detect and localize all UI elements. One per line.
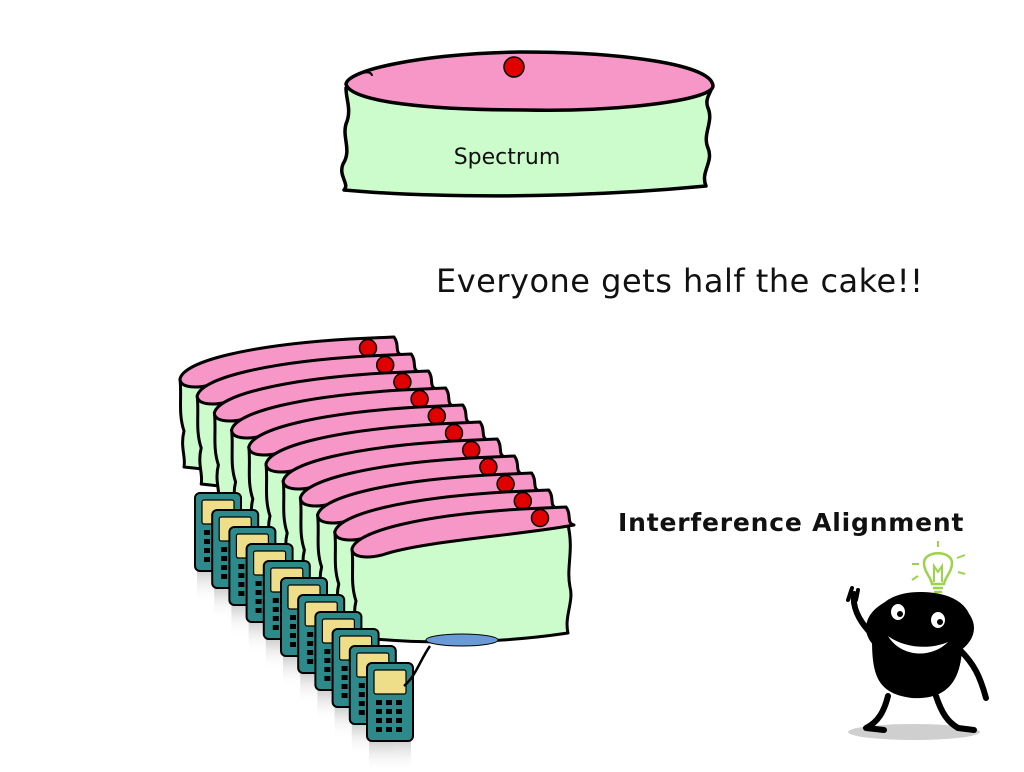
headline: Everyone gets half the cake!! xyxy=(436,262,924,300)
spectrum-cake-frosting xyxy=(344,50,715,112)
plate xyxy=(425,633,499,647)
cherry xyxy=(461,440,481,460)
cherry xyxy=(410,389,429,409)
cake-slices xyxy=(178,335,576,644)
cherry xyxy=(530,508,550,528)
cherry xyxy=(358,338,378,358)
cake-slice xyxy=(350,505,576,644)
lightbulb-icon xyxy=(911,541,966,594)
cherry xyxy=(393,372,412,392)
phone-icon xyxy=(366,662,414,772)
spectrum-label: Spectrum xyxy=(454,145,561,170)
interference-alignment-label: Interference Alignment xyxy=(618,508,965,537)
spectrum-cake xyxy=(340,50,715,198)
cherry xyxy=(496,474,515,494)
spectrum-cake-body xyxy=(340,84,714,198)
cherry xyxy=(375,355,395,375)
thinking-character xyxy=(846,541,989,740)
spectrum-cherry xyxy=(503,56,525,78)
cord xyxy=(403,645,432,687)
cherry xyxy=(513,491,533,511)
cherry xyxy=(427,406,447,426)
cherry xyxy=(444,423,464,443)
cherry xyxy=(479,457,498,477)
phones xyxy=(194,492,414,772)
